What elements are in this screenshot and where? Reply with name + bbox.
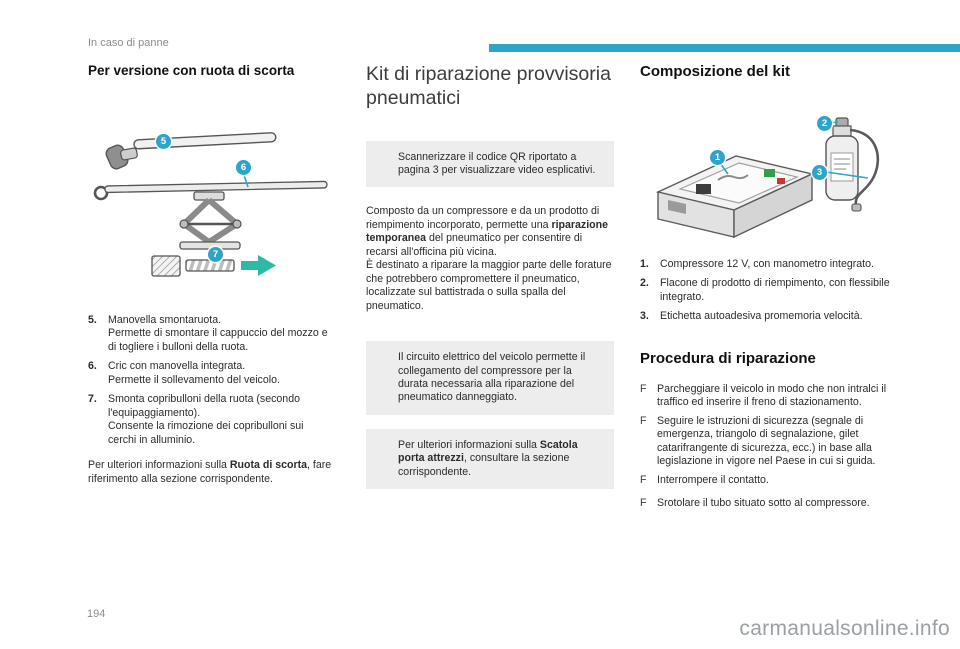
info-box-text: Il circuito elettrico del veicolo permet… (398, 351, 586, 404)
procedure-step-text: Srotolare il tubo situato sotto al compr… (657, 496, 870, 509)
heading-kit-composition: Composizione del kit (640, 63, 791, 80)
list-item: 5. Manovella smontaruota. Permette di sm… (88, 314, 334, 354)
list-item-number: 2. (640, 277, 649, 290)
scissor-jack (179, 191, 242, 250)
callout-1-badge: 1 (710, 150, 725, 165)
spare-wheel-tools-illustration: 5 6 7 (88, 104, 334, 300)
pointer-bullet-icon: F (640, 496, 647, 509)
list-item-number: 5. (88, 314, 97, 326)
callout-connector-lines (243, 174, 249, 188)
wheel-trim-remover (151, 255, 235, 277)
bottle-hose (849, 128, 880, 212)
heading-repair-kit: Kit di riparazione provvisoria pneumatic… (366, 63, 611, 109)
middle-column: Kit di riparazione provvisoria pneumatic… (366, 63, 614, 490)
list-item-text: Etichetta autoadesiva promemoria velocit… (660, 310, 863, 323)
callout-5-badge: 5 (156, 134, 171, 149)
watermark: carmanualsonline.info (739, 617, 950, 640)
right-column: Composizione del kit (640, 63, 894, 515)
procedure-step: F Parcheggiare il veicolo in modo che no… (640, 383, 894, 410)
list-item: 2. Flacone di prodotto di riempimento, c… (640, 277, 894, 304)
info-box-qr: Scannerizzare il codice QR riportato a p… (366, 140, 614, 188)
kit-components-list: 1. Compressore 12 V, con manometro integ… (640, 258, 894, 324)
pointer-bullet-icon: F (640, 473, 647, 486)
list-item-number: 7. (88, 393, 97, 406)
info-box-text: Per ulteriori informazioni sulla Scatola… (398, 438, 578, 478)
repair-kit-drawing (655, 117, 880, 239)
callout-3-badge: 3 (812, 165, 827, 180)
procedure-step: F Srotolare il tubo situato sotto al com… (640, 497, 894, 510)
list-item-text: Cric con manovella integrata. Permette i… (108, 360, 280, 386)
info-box-electric-circuit: Il circuito elettrico del veicolo permet… (366, 341, 614, 415)
callout-6-badge: 6 (236, 160, 251, 175)
list-item-number: 6. (88, 360, 97, 373)
procedure-step-text: Interrompere il contatto. (657, 473, 769, 486)
list-item-text: Manovella smontaruota. Permette di smont… (108, 314, 328, 353)
list-item: 6. Cric con manovella integrata. Permett… (88, 360, 334, 387)
breadcrumb: In caso di panne (88, 37, 169, 49)
info-box-toolbox: Per ulteriori informazioni sulla Scatola… (366, 428, 614, 490)
pointer-bullet-icon: F (640, 414, 647, 427)
list-item: 1. Compressore 12 V, con manometro integ… (640, 258, 894, 271)
repair-kit-paragraph: Composto da un compressore e da un prodo… (366, 205, 612, 312)
procedure-step-text: Seguire le istruzioni di sicurezza (segn… (657, 414, 876, 468)
list-item-text: Compressore 12 V, con manometro integrat… (660, 258, 874, 270)
left-column: Per versione con ruota di scorta (88, 63, 334, 486)
callout-2-badge: 2 (817, 116, 832, 131)
spare-wheel-note: Per ulteriori informazioni sulla Ruota d… (88, 459, 332, 485)
sealant-bottle (825, 117, 859, 201)
list-item-number: 1. (640, 258, 649, 270)
list-item-number: 3. (640, 310, 649, 323)
compressor (655, 155, 815, 239)
callout-7-badge: 7 (208, 247, 223, 262)
spare-wheel-tools-drawing (93, 132, 328, 277)
list-item-text: Flacone di prodotto di riempimento, con … (660, 277, 890, 303)
page-number: 194 (87, 608, 106, 620)
section-accent-bar (489, 44, 960, 52)
list-item: 3. Etichetta autoadesiva promemoria velo… (640, 310, 894, 323)
procedure-step: F Seguire le istruzioni di sicurezza (se… (640, 415, 894, 469)
repair-kit-illustration: 1 2 3 (640, 96, 894, 244)
spare-wheel-tools-list: 5. Manovella smontaruota. Permette di sm… (88, 314, 334, 447)
list-item-text: Smonta copribulloni della ruota (secondo… (108, 393, 304, 446)
list-item: 7. Smonta copribulloni della ruota (seco… (88, 393, 334, 447)
procedure-step: F Interrompere il contatto. (640, 474, 894, 487)
heading-repair-procedure: Procedura di riparazione (640, 349, 816, 367)
procedure-step-text: Parcheggiare il veicolo in modo che non … (657, 382, 887, 409)
pointer-bullet-icon: F (640, 382, 647, 395)
info-box-text: Scannerizzare il codice QR riportato a p… (398, 150, 596, 177)
jack-crank-rod (93, 180, 328, 201)
direction-arrow-icon (241, 255, 276, 276)
repair-procedure-list: F Parcheggiare il veicolo in modo che no… (640, 383, 894, 511)
heading-spare-wheel: Per versione con ruota di scorta (88, 63, 295, 78)
